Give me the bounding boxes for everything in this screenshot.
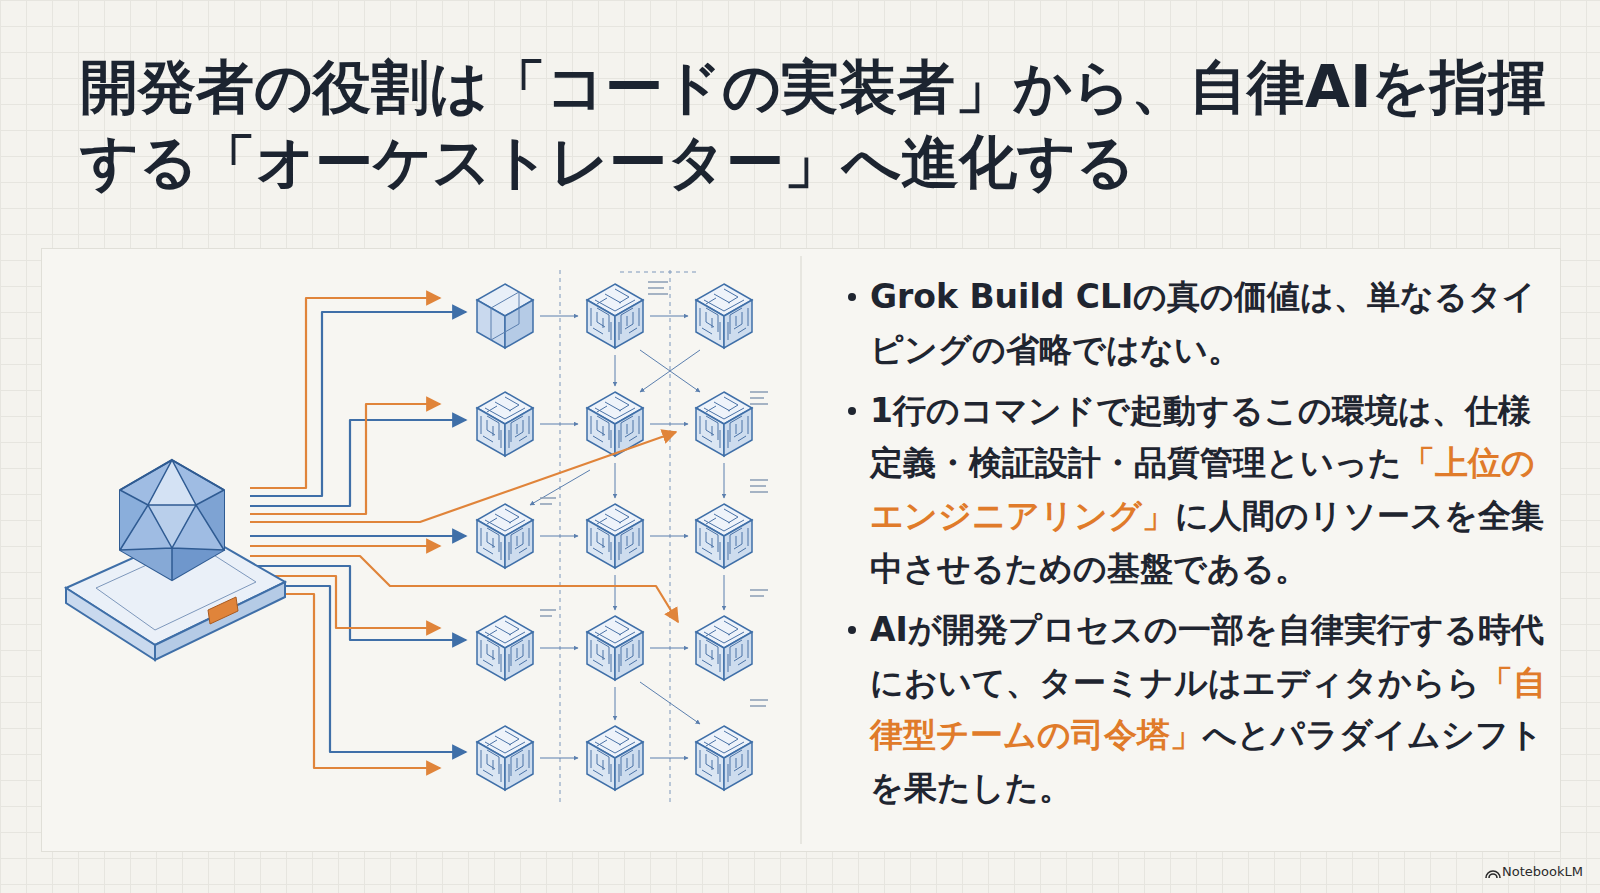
- watermark-icon: [1486, 871, 1500, 878]
- inner-arrows: [530, 316, 724, 758]
- text-run: AIが開発プロセスの一部を自律実行する時代において、ターミナルはエディタからら: [870, 610, 1544, 702]
- text-panel: Grok Build CLIの真の価値は、単なるタイピングの省略ではない。 1行の…: [41, 248, 1561, 852]
- tiny-notes: [540, 282, 768, 706]
- watermark: NotebookLM: [1502, 864, 1583, 879]
- bullet-item: AIが開発プロセスの一部を自律実行する時代において、ターミナルはエディタからら「…: [870, 604, 1550, 815]
- cube-grid: [477, 284, 752, 790]
- bullet-item: Grok Build CLIの真の価値は、単なるタイピングの省略ではない。: [870, 271, 1550, 377]
- bullet-list: Grok Build CLIの真の価値は、単なるタイピングの省略ではない。 1行の…: [870, 271, 1550, 823]
- bullet-text: Grok Build CLIの真の価値は、単なるタイピングの省略ではない。: [870, 271, 1550, 377]
- bullet-dot: [848, 407, 856, 415]
- text-run: Grok Build CLIの真の価値は、単なるタイピングの省略ではない。: [870, 277, 1536, 369]
- bullet-text: AIが開発プロセスの一部を自律実行する時代において、ターミナルはエディタからら「…: [870, 604, 1550, 815]
- panel-divider: [800, 256, 802, 844]
- bullet-text: 1行のコマンドで起動するこの環境は、仕様定義・検証設計・品質管理といった「上位の…: [870, 385, 1550, 596]
- guide-lines: [560, 270, 700, 805]
- bullet-item: 1行のコマンドで起動するこの環境は、仕様定義・検証設計・品質管理といった「上位の…: [870, 385, 1550, 596]
- fanout-arrows: [250, 298, 678, 768]
- panel-ground: [41, 248, 1561, 852]
- slide-title: 開発者の役割は「コードの実装者」から、自律AIを指揮する「オーケストレーター」へ…: [80, 50, 1550, 201]
- bullet-dot: [848, 626, 856, 634]
- bullet-dot: [848, 293, 856, 301]
- hub-icosahedron: [66, 460, 285, 660]
